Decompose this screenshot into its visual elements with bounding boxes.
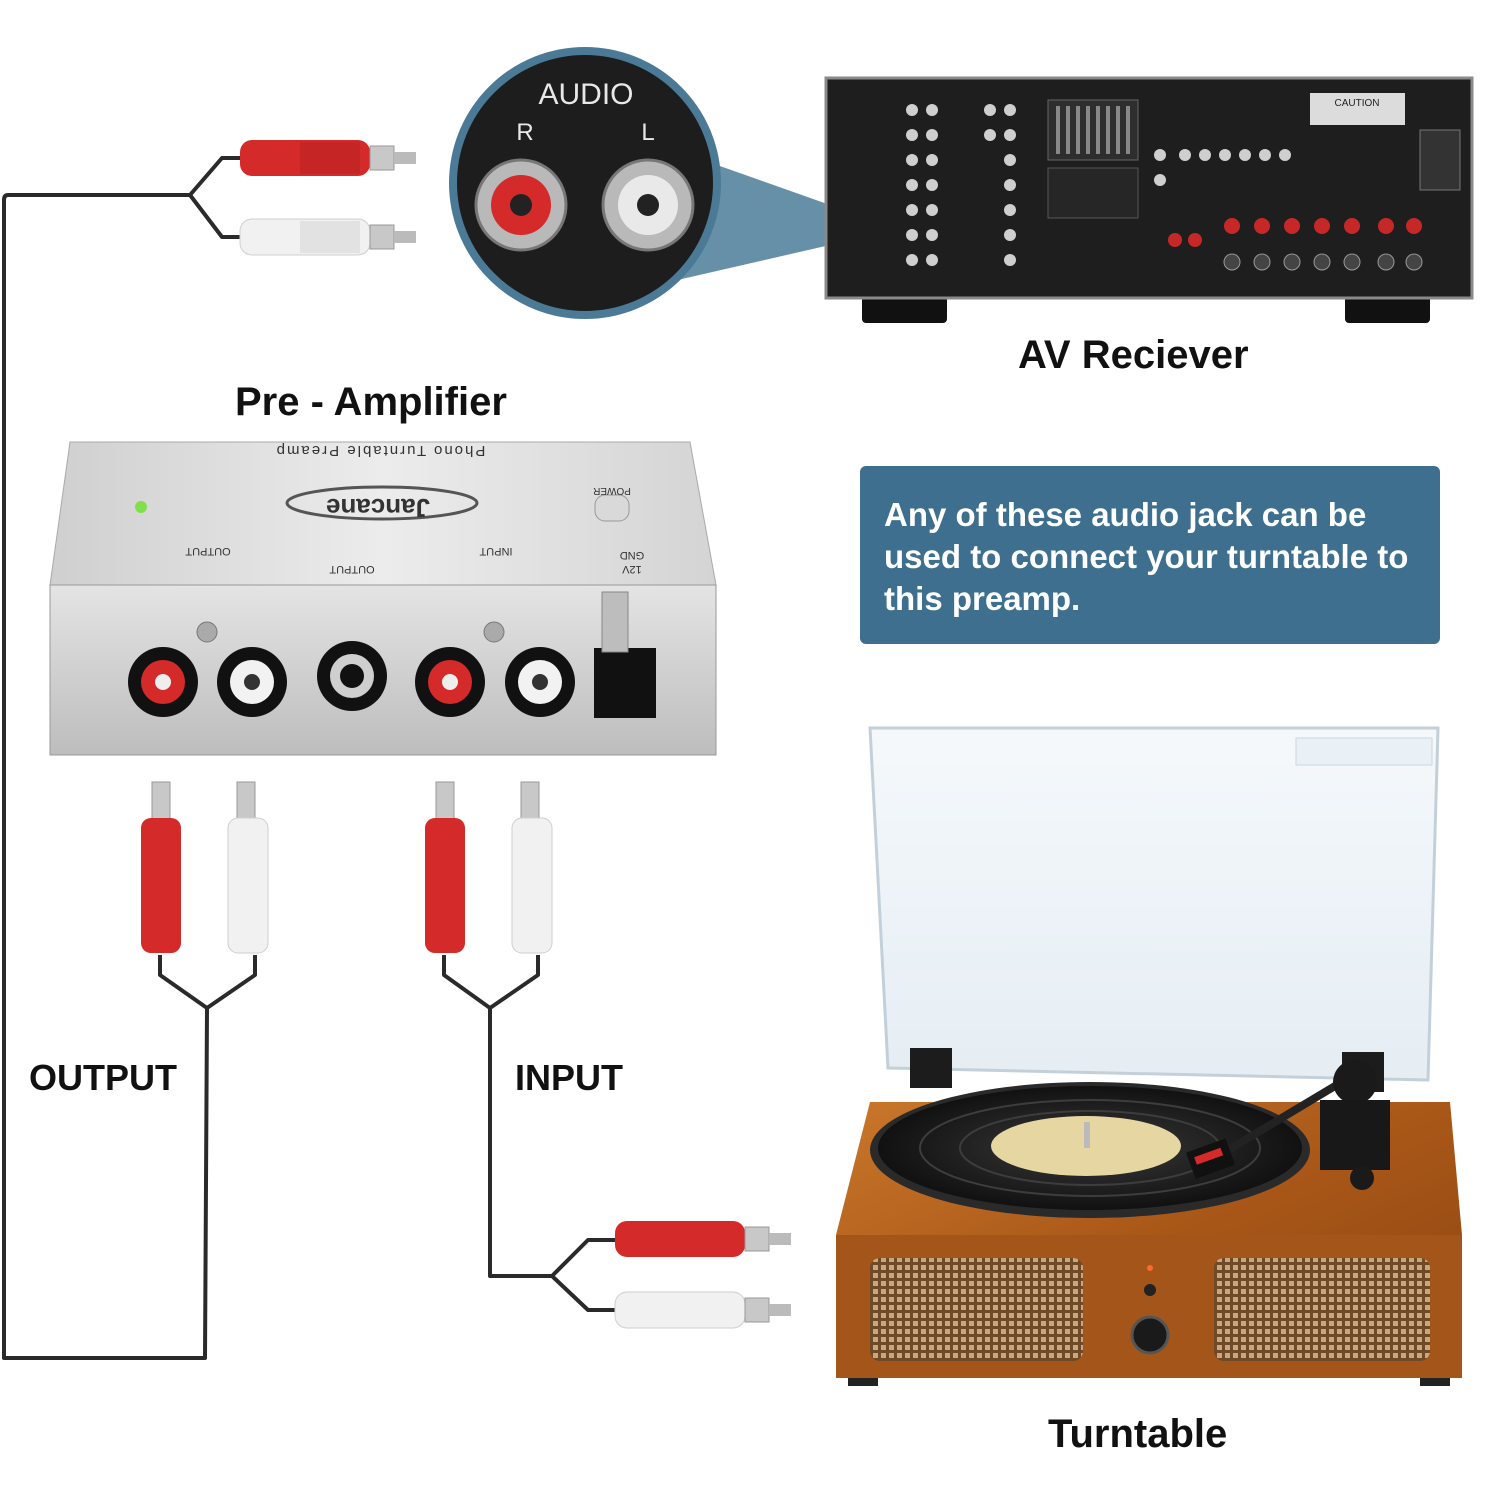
zoom-inset-title: AUDIO: [538, 78, 633, 111]
rca-jack-output-r: [128, 647, 198, 717]
input-label: INPUT: [515, 1057, 623, 1098]
rca-jack-output-l: [217, 647, 287, 717]
rca-plug-white-top: [239, 218, 416, 256]
preamp-top-label-12v: 12V: [622, 563, 642, 575]
preamp-brand: Jancane: [326, 493, 430, 523]
preamp-model-text: Phono Turntable Preamp: [275, 442, 486, 459]
turntable-label: Turntable: [1048, 1412, 1228, 1456]
power-button: [594, 494, 630, 522]
rca-jack-white-zoom: [601, 158, 695, 252]
power-led: [135, 501, 147, 513]
output-cable: [2, 156, 257, 1360]
preamp-top-label-output-jack: OUTPUT: [329, 563, 375, 575]
info-callout-text: Any of these audio jack can be used to c…: [884, 496, 1409, 617]
rca-plug-white-output: [227, 781, 269, 954]
av-receiver-label: AV Reciever: [1018, 333, 1249, 377]
receiver-caution-label: CAUTION: [1335, 98, 1380, 109]
dc-power-jack: [594, 648, 656, 718]
zoom-inset-right-label: R: [516, 119, 533, 146]
rca-jack-input-l: [505, 647, 575, 717]
preamp-top-label-power: POWER: [593, 485, 631, 496]
preamp-device: Phono Turntable Preamp Jancane OUTPUT OU…: [49, 441, 717, 756]
ground-screw: [601, 591, 629, 653]
rca-jack-red-zoom: [474, 158, 568, 252]
rca-plug-red-input: [425, 781, 465, 953]
preamp-top-label-input: INPUT: [479, 545, 512, 557]
zoom-inset-left-label: L: [641, 119, 654, 146]
preamp-top-label-output: OUTPUT: [185, 545, 231, 557]
av-receiver: [824, 76, 1474, 323]
zoom-inset: [449, 47, 830, 319]
rca-plug-white-input: [511, 781, 553, 954]
turntable-device: [836, 726, 1462, 1386]
rca-plug-white-turntable: [614, 1291, 791, 1329]
rca-plug-red-turntable: [615, 1221, 791, 1257]
preamp-top-label-gnd: GND: [620, 549, 645, 561]
rca-plug-red-top: [240, 140, 416, 176]
info-callout: Any of these audio jack can be used to c…: [860, 466, 1440, 644]
jack-output-6-35: [317, 641, 387, 711]
volume-knob: [1130, 1315, 1170, 1355]
pre-amplifier-label: Pre - Amplifier: [235, 380, 507, 424]
output-label: OUTPUT: [29, 1057, 177, 1098]
input-cable: [442, 955, 620, 1312]
rca-jack-input-r: [415, 647, 485, 717]
rca-plug-red-output: [141, 781, 181, 953]
